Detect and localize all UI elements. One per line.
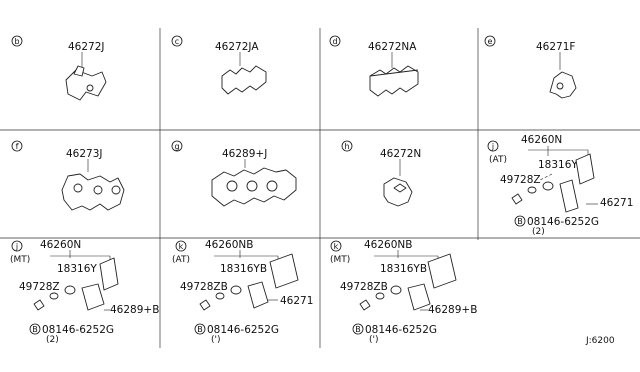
part-label-4: 46289+B	[110, 304, 159, 316]
panel-h: h 46272N	[341, 140, 421, 207]
part-label: 46272NA	[368, 41, 417, 53]
part-label-4: 46271	[280, 295, 313, 307]
part-label: 46272JA	[215, 41, 259, 53]
bolt-letter: B	[517, 217, 523, 226]
bolt-label: 08146-6252G	[42, 324, 114, 336]
variant-label: (AT)	[489, 155, 507, 165]
panel-e: e 46271F	[484, 35, 577, 99]
panel-letter: j	[491, 142, 494, 151]
panel-letter: j	[15, 242, 18, 251]
part-label-2: 18316Y	[57, 263, 97, 275]
part-label: 46273J	[66, 148, 103, 160]
part-label-main: 46260N	[40, 239, 81, 251]
part-label-main: 46260N	[521, 134, 562, 146]
panel-c: c 46272JA	[171, 35, 267, 95]
clip-part	[369, 65, 419, 97]
panel-b: b 46272J	[11, 35, 107, 101]
part-label: 46272N	[380, 148, 421, 160]
part-label-3: 49728Z	[500, 174, 541, 186]
variant-label: (AT)	[172, 255, 190, 265]
bolt-letter: B	[197, 325, 203, 334]
panel-letter: d	[332, 37, 337, 46]
panel-j-at: j 46260N (AT) 18316Y 49728Z 46271 B 0814…	[487, 134, 633, 237]
qty-label: (2)	[46, 335, 59, 345]
panel-j-mt: j 46260N (MT) 18316Y 49728Z 46289+B B 08…	[10, 239, 159, 345]
variant-label: (MT)	[10, 255, 30, 265]
qty-label: (')	[369, 335, 379, 345]
clip-part	[383, 177, 413, 207]
panel-k-mt: k 46260NB (MT) 18316YB 49728ZB 46289+B B…	[330, 239, 477, 345]
panel-d: d 46272NA	[329, 35, 419, 97]
panel-letter: h	[344, 142, 349, 151]
panel-g: g 46289+J	[171, 140, 297, 207]
part-label-4: 46289+B	[428, 304, 477, 316]
bolt-letter: B	[355, 325, 361, 334]
clip-part	[65, 65, 107, 101]
grid	[0, 28, 640, 348]
part-label-2: 18316YB	[220, 263, 267, 275]
panel-letter: c	[175, 37, 179, 46]
part-label-main: 46260NB	[364, 239, 412, 251]
bolt-label: 08146-6252G	[365, 324, 437, 336]
clip-part	[221, 65, 267, 95]
part-label-3: 49728ZB	[180, 281, 228, 293]
part-label-4: 46271	[600, 197, 633, 209]
part-label-2: 18316YB	[380, 263, 427, 275]
diagram-code: J:6200	[585, 336, 615, 346]
panel-f: f 46273J	[11, 140, 125, 211]
part-label-3: 49728Z	[19, 281, 60, 293]
clip-part	[61, 173, 125, 211]
part-label: 46272J	[68, 41, 105, 53]
panel-letter: e	[488, 37, 493, 46]
part-label-main: 46260NB	[205, 239, 253, 251]
panel-letter: f	[16, 142, 19, 151]
part-label-3: 49728ZB	[340, 281, 388, 293]
part-label: 46289+J	[222, 148, 267, 160]
part-label: 46271F	[536, 41, 575, 53]
panel-letter: k	[179, 242, 184, 251]
qty-label: (')	[211, 335, 221, 345]
clip-part	[549, 71, 577, 99]
bolt-label: 08146-6252G	[527, 216, 599, 228]
clip-part	[211, 167, 297, 207]
qty-label: (2)	[532, 227, 545, 237]
bolt-letter: B	[32, 325, 38, 334]
variant-label: (MT)	[330, 255, 350, 265]
part-label-2: 18316Y	[538, 159, 578, 171]
panel-letter: g	[174, 142, 179, 151]
panel-k-at: k 46260NB (AT) 18316YB 49728ZB 46271 B 0…	[172, 239, 313, 345]
panel-letter: k	[334, 242, 339, 251]
bolt-label: 08146-6252G	[207, 324, 279, 336]
panel-letter: b	[14, 37, 19, 46]
